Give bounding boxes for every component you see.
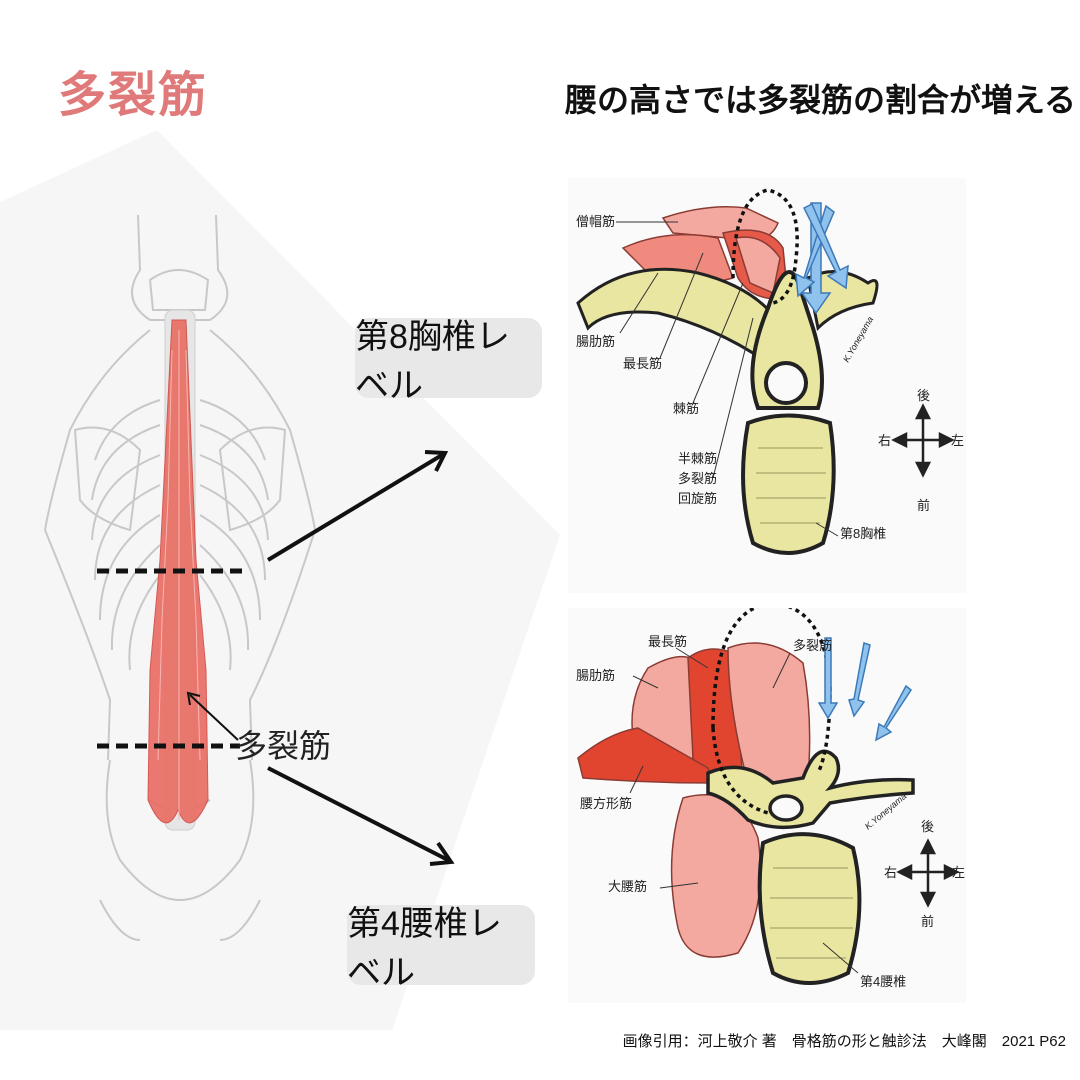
label-longissimus: 最長筋 [623,356,662,371]
compass-up: 後 [921,819,934,834]
vertebral-body [757,832,862,985]
vertebral-body [741,413,836,555]
label-quadratus: 腰方形筋 [580,796,632,811]
multifidus-pointer [189,694,239,741]
compass-up: 後 [917,388,930,403]
label-vertebra: 第8胸椎 [840,526,886,541]
arrow-to-thoracic [266,453,444,562]
compass-right: 左 [951,433,964,448]
force-arrows [795,202,849,315]
compass-down: 前 [917,498,930,513]
image-credit: 画像引用：河上敬介 著 骨格筋の形と触診法 大峰閣 2021 P62 [622,1033,1066,1050]
compass-right: 左 [952,865,965,880]
force-arrows [817,637,913,742]
connector-overlay: 多裂筋 [97,450,455,866]
spinal-canal [768,794,804,822]
compass-left: 右 [878,433,891,448]
arrow-to-lumbar [267,766,449,862]
label-multifidus: 多裂筋 [793,638,832,653]
label-rotatores: 回旋筋 [678,491,717,506]
label-iliocostalis: 腸肋筋 [576,334,615,349]
orientation-compass [891,403,955,478]
heading: 腰の高さでは多裂筋の割合が増える [565,81,1077,119]
multifidus-highlight [731,188,799,305]
label-psoas: 大腰筋 [608,879,647,894]
spine-label: 多裂筋 [235,728,331,764]
compass-down: 前 [921,914,934,929]
label-semispinalis: 半棘筋 [678,451,717,466]
label-vertebra: 第4腰椎 [860,974,906,989]
label-longissimus: 最長筋 [648,634,687,649]
label-iliocostalis: 腸肋筋 [576,668,615,683]
thoracic-cross-section: 僧帽筋 腸肋筋 最長筋 棘筋 半棘筋 多裂筋 回旋筋 第8胸椎 K.Yoneya… [568,178,966,593]
label-spinalis: 棘筋 [673,401,699,416]
artist-signature: K.Yoneyama [841,315,875,364]
lumbar-level-badge: 第4腰椎レベル [347,905,535,992]
compass-left: 右 [884,865,897,880]
label-multifidus: 多裂筋 [678,471,717,486]
orientation-compass [896,838,960,908]
multifidus-highlight [711,608,832,815]
label-trapezius: 僧帽筋 [576,214,615,229]
page-title: 多裂筋 [58,67,209,123]
lumbar-cross-section: 最長筋 腸肋筋 多裂筋 腰方形筋 大腰筋 第4腰椎 K.Yoneyama 後 前… [568,608,966,1003]
spinal-canal [764,361,808,405]
thoracic-level-badge: 第8胸椎レベル [355,318,542,405]
